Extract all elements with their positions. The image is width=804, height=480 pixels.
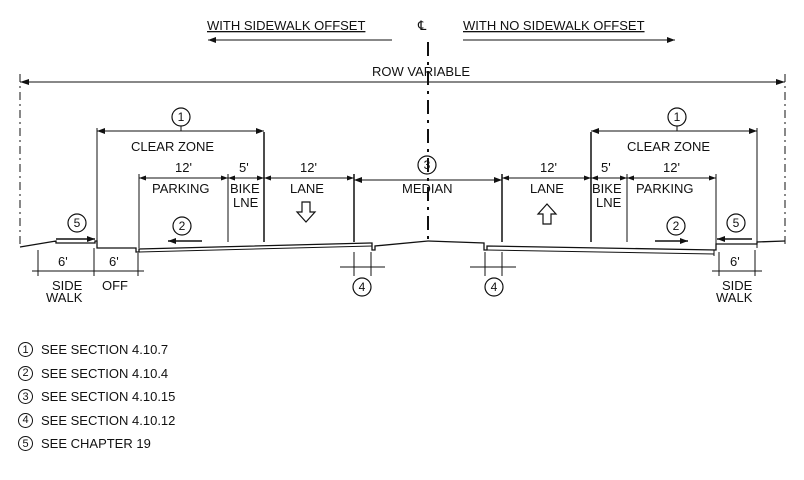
callout-3-number: 3	[424, 158, 431, 172]
callout-5-right-number: 5	[733, 216, 740, 230]
right-lane-label: LANE	[530, 181, 564, 196]
legend-circle-4: 4	[18, 412, 33, 428]
right-sidewalk-dim: 6'	[730, 254, 740, 269]
left-offset-dim: 6'	[109, 254, 119, 269]
right-clear-zone-arrow-l	[591, 128, 599, 134]
right-clear-zone-label: CLEAR ZONE	[627, 139, 710, 154]
left-bike-label-2: LNE	[233, 195, 259, 210]
left-lane-label: LANE	[290, 181, 324, 196]
legend-text-3: SEE SECTION 4.10.15	[41, 389, 176, 405]
legend-text-1: SEE SECTION 4.10.7	[41, 342, 169, 358]
left-dim-tick-f	[347, 175, 354, 181]
right-lane-up-arrow-icon	[536, 203, 558, 225]
callout-circle-5-left	[67, 213, 87, 233]
right-lane-dim: 12'	[540, 160, 557, 175]
header-right-arrowhead	[667, 37, 675, 43]
callout-circle-3	[417, 155, 437, 175]
callout-2-right-number: 2	[673, 219, 680, 233]
header-right-label: WITH NO SIDEWALK OFFSET	[463, 18, 645, 33]
callout-circle-2-right	[666, 216, 686, 236]
legend-circle-1: 1	[18, 342, 33, 358]
legend-item-1: 1 SEE SECTION 4.10.7	[18, 338, 175, 362]
left-offset-label: OFF	[102, 278, 128, 293]
left-dim-tick-e	[264, 175, 271, 181]
right-bike-label-2: LNE	[596, 195, 622, 210]
legend-circle-5: 5	[18, 436, 33, 452]
callout-4-right-number: 4	[491, 280, 498, 294]
header-left-label: WITH SIDEWALK OFFSET	[207, 18, 365, 33]
legend-circle-2: 2	[18, 365, 33, 381]
callout-5-left-number: 5	[74, 216, 81, 230]
row-label: ROW VARIABLE	[372, 64, 470, 79]
legend-item-4: 4 SEE SECTION 4.10.12	[18, 409, 175, 433]
legend-text-5: SEE CHAPTER 19	[41, 436, 151, 452]
left-dim-tick-d	[257, 175, 264, 181]
right-bike-dim: 5'	[601, 160, 611, 175]
left-dim-tick-a	[139, 175, 146, 181]
left-dim-tick-c	[228, 175, 235, 181]
left-dim-tick-b	[221, 175, 228, 181]
left-sidewalk-dim: 6'	[58, 254, 68, 269]
right-dim-tick-d	[620, 175, 627, 181]
left-clear-zone-label: CLEAR ZONE	[131, 139, 214, 154]
right-road-profile	[427, 240, 786, 251]
callout-4-left-number: 4	[359, 280, 366, 294]
right-sidewalk-label-2: WALK	[716, 290, 753, 305]
legend-item-3: 3 SEE SECTION 4.10.15	[18, 385, 175, 409]
legend-text-2: SEE SECTION 4.10.4	[41, 365, 169, 381]
right-dim-tick-c	[591, 175, 598, 181]
right-dim-tick-a	[502, 175, 509, 181]
legend-item-5: 5 SEE CHAPTER 19	[18, 432, 175, 456]
left-sidewalk-label-2: WALK	[46, 290, 83, 305]
centerline-symbol: ℄	[417, 18, 427, 33]
legend-text-4: SEE SECTION 4.10.12	[41, 412, 176, 428]
median-arrow-l	[354, 177, 362, 183]
callout-circle-4-left	[352, 277, 372, 297]
left-clear-zone-arrow-r	[256, 128, 264, 134]
cross-section-diagram: WITH SIDEWALK OFFSET ℄ WITH NO SIDEWALK …	[19, 18, 786, 305]
row-arrow-right	[776, 79, 785, 85]
median-label: MEDIAN	[402, 181, 453, 196]
left-bike-dim: 5'	[239, 160, 249, 175]
callout-1-right-number: 1	[674, 110, 681, 124]
left-sidewalk-arrowhead	[87, 236, 95, 242]
callout-1-left-number: 1	[178, 110, 185, 124]
header-left-arrowhead	[208, 37, 216, 43]
right-dim-tick-b	[584, 175, 591, 181]
row-arrow-left	[20, 79, 29, 85]
right-clear-zone-arrow-r	[749, 128, 757, 134]
right-parking-arrowhead	[680, 238, 688, 244]
callout-circle-5-right	[726, 213, 746, 233]
right-parking-label: PARKING	[636, 181, 694, 196]
legend-item-2: 2 SEE SECTION 4.10.4	[18, 362, 175, 386]
callout-circle-4-right	[484, 277, 504, 297]
right-parking-dim: 12'	[663, 160, 680, 175]
left-road-profile-lower	[138, 245, 373, 253]
legend-circle-3: 3	[18, 389, 33, 405]
left-road-profile	[19, 240, 429, 253]
right-sidewalk-arrowhead	[717, 236, 725, 242]
callout-circle-2-left	[172, 216, 192, 236]
left-clear-zone-arrow-l	[97, 128, 105, 134]
left-sidewalk-label-1: SIDE	[52, 278, 83, 293]
left-lane-down-arrow-icon	[295, 201, 317, 223]
right-bike-label-1: BIKE	[592, 181, 622, 196]
left-bike-label-1: BIKE	[230, 181, 260, 196]
right-dim-tick-f	[709, 175, 716, 181]
left-lane-dim: 12'	[300, 160, 317, 175]
right-dim-tick-e	[627, 175, 634, 181]
legend: 1 SEE SECTION 4.10.7 2 SEE SECTION 4.10.…	[18, 338, 175, 456]
callout-2-left-number: 2	[179, 219, 186, 233]
median-arrow-r	[494, 177, 502, 183]
left-parking-arrowhead	[168, 238, 176, 244]
left-parking-label: PARKING	[152, 181, 210, 196]
right-road-profile-lower	[486, 249, 715, 255]
right-sidewalk-label-1: SIDE	[722, 278, 753, 293]
left-parking-dim: 12'	[175, 160, 192, 175]
